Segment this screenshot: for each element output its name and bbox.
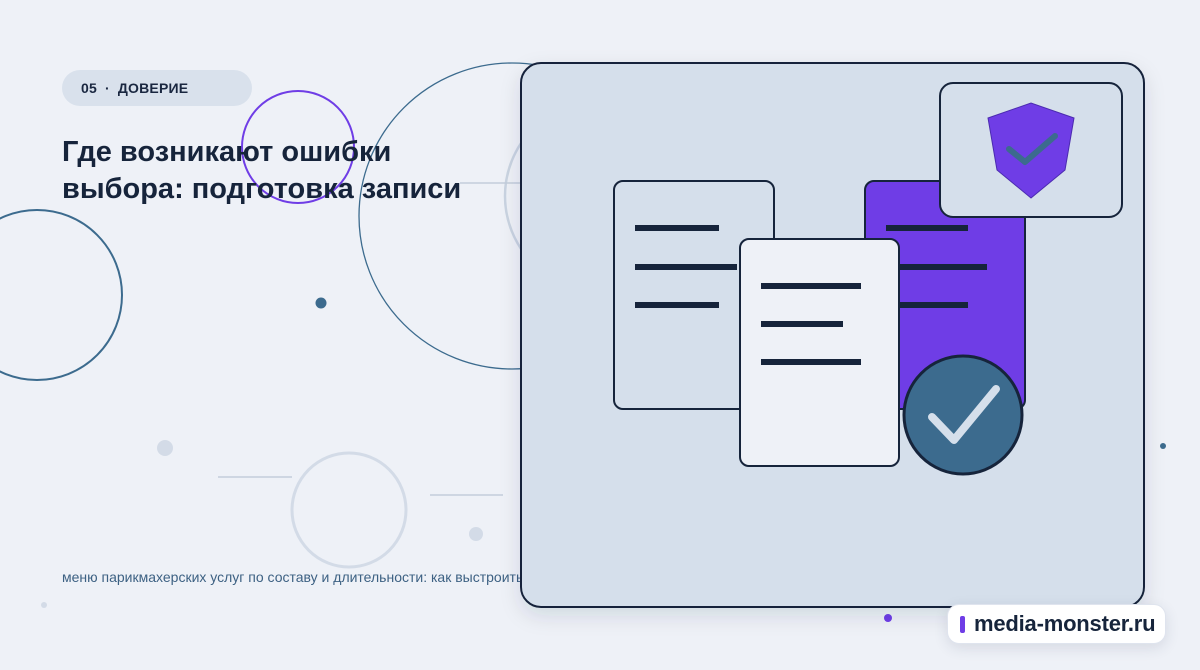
left-outline-circle xyxy=(0,209,123,381)
article-snippet: меню парикмахерских услуг по составу и д… xyxy=(62,569,538,585)
purple-outline-circle xyxy=(241,90,355,204)
decor-dot xyxy=(315,297,327,309)
shield-check-icon xyxy=(939,82,1123,218)
decor-dot xyxy=(41,602,47,608)
brand-badge: media-monster.ru xyxy=(947,604,1166,644)
decor-dot xyxy=(884,614,892,622)
document-icon xyxy=(739,238,900,467)
decor-dot xyxy=(157,440,173,456)
bottom-outline-circle xyxy=(290,451,408,569)
brand-label: media-monster.ru xyxy=(974,611,1156,636)
decor-dot xyxy=(469,527,483,541)
badge-separator: · xyxy=(104,80,110,96)
section-category: ДОВЕРИЕ xyxy=(117,80,189,96)
checkmark-badge-icon xyxy=(902,354,1024,476)
section-number: 05 xyxy=(81,80,97,96)
decor-dot xyxy=(1160,443,1166,449)
brand-accent-bar xyxy=(960,615,965,633)
page-title: Где возникают ошибки выбора: подготовка … xyxy=(62,136,462,205)
section-badge: 05 · ДОВЕРИЕ xyxy=(62,70,252,106)
